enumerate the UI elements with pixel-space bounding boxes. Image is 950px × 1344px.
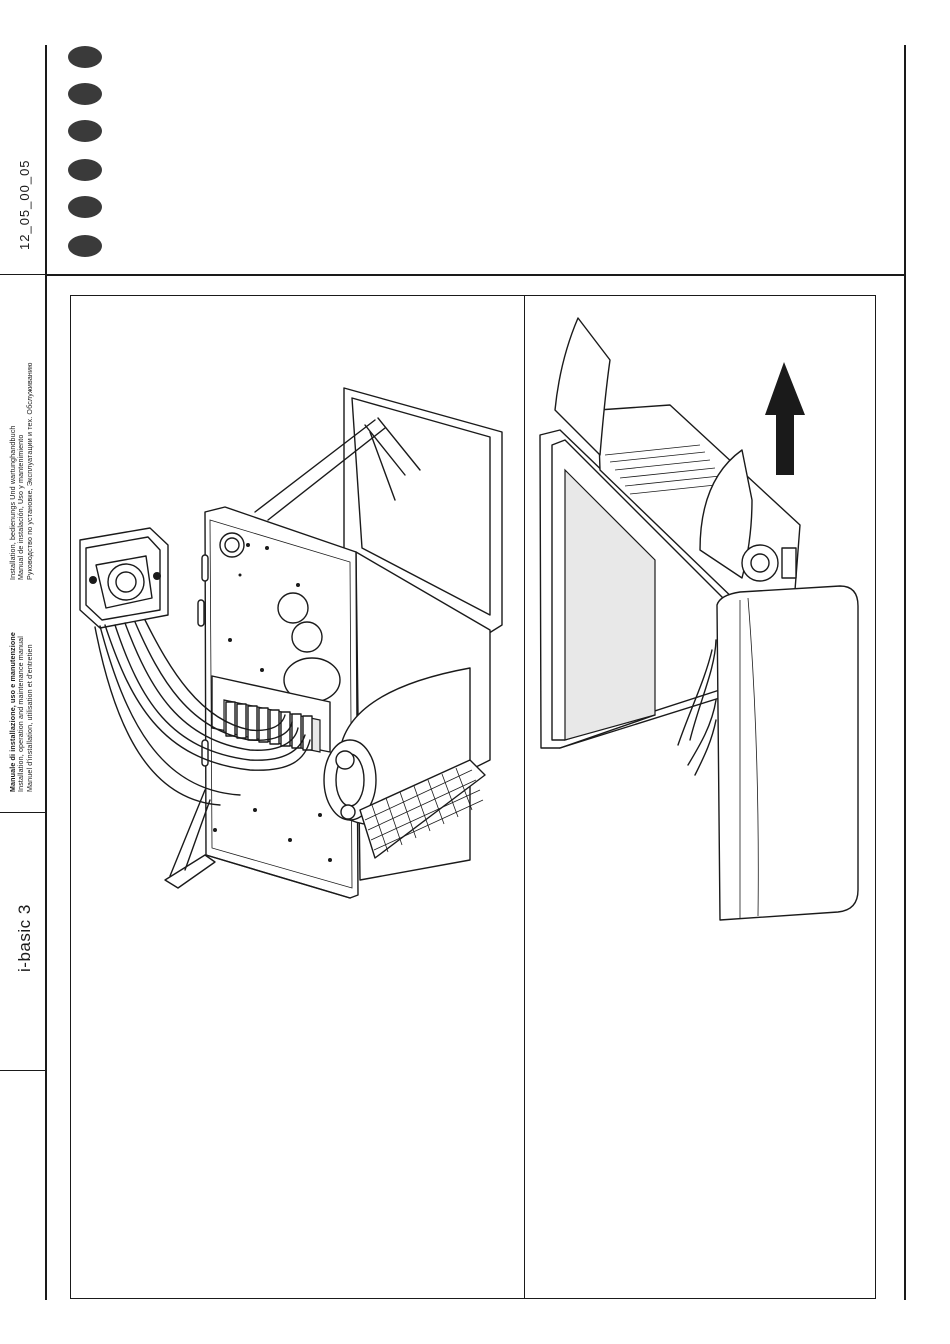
header-divider: [45, 274, 906, 276]
language-marker: [68, 235, 102, 257]
sidebar-divider: [0, 812, 45, 813]
sidebar-divider: [0, 1070, 45, 1071]
sidebar-divider: [0, 274, 45, 275]
language-marker: [68, 196, 102, 218]
language-marker: [68, 120, 102, 142]
language-marker: [68, 83, 102, 105]
page-right-rule: [904, 45, 906, 1300]
up-arrow-icon: [765, 362, 805, 475]
figure-frame: [70, 295, 876, 1299]
sidebar-rule: [45, 45, 47, 1300]
language-marker: [68, 46, 102, 68]
language-marker: [68, 159, 102, 181]
figure-divider: [524, 295, 525, 1299]
